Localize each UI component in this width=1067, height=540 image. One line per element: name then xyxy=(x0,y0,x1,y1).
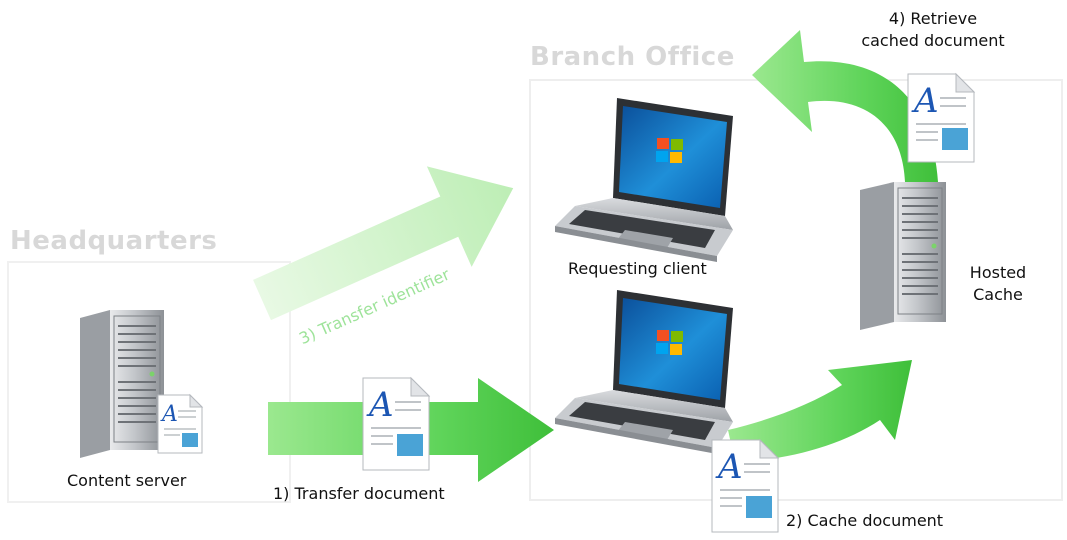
headquarters-zone xyxy=(7,261,291,503)
document-icon: A xyxy=(157,393,204,454)
hosted-cache-label-line1: Hosted xyxy=(969,263,1027,282)
hosted-cache-label: Hosted Cache xyxy=(958,262,1038,306)
document-icon: A xyxy=(362,376,431,471)
hosted-cache-label-line2: Cache xyxy=(973,285,1023,304)
content-server xyxy=(80,310,164,458)
retrieve-cached-arrow xyxy=(752,30,938,182)
document-icon: A xyxy=(711,438,780,533)
document-icon: A xyxy=(907,72,976,163)
content-server-label: Content server xyxy=(67,471,187,490)
branch-office-title: Branch Office xyxy=(530,42,735,72)
svg-text:A: A xyxy=(160,402,178,427)
requesting-client-laptop xyxy=(555,98,733,262)
step4-label-line2: cached document xyxy=(861,31,1005,50)
step4-label-line1: 4) Retrieve xyxy=(888,9,978,28)
step4-label: 4) Retrieve cached document xyxy=(848,8,1018,52)
cache-document-arrow xyxy=(728,360,912,462)
transfer-identifier-arrow xyxy=(253,166,514,321)
svg-text:A: A xyxy=(715,447,743,487)
svg-text:A: A xyxy=(366,385,394,425)
svg-text:A: A xyxy=(911,81,939,121)
headquarters-title: Headquarters xyxy=(10,226,218,256)
step2-label: 2) Cache document xyxy=(786,511,944,530)
hosted-cache-server xyxy=(860,182,946,330)
requesting-client-label: Requesting client xyxy=(568,259,707,278)
step1-label: 1) Transfer document xyxy=(273,484,445,503)
branch-laptop xyxy=(555,290,733,454)
